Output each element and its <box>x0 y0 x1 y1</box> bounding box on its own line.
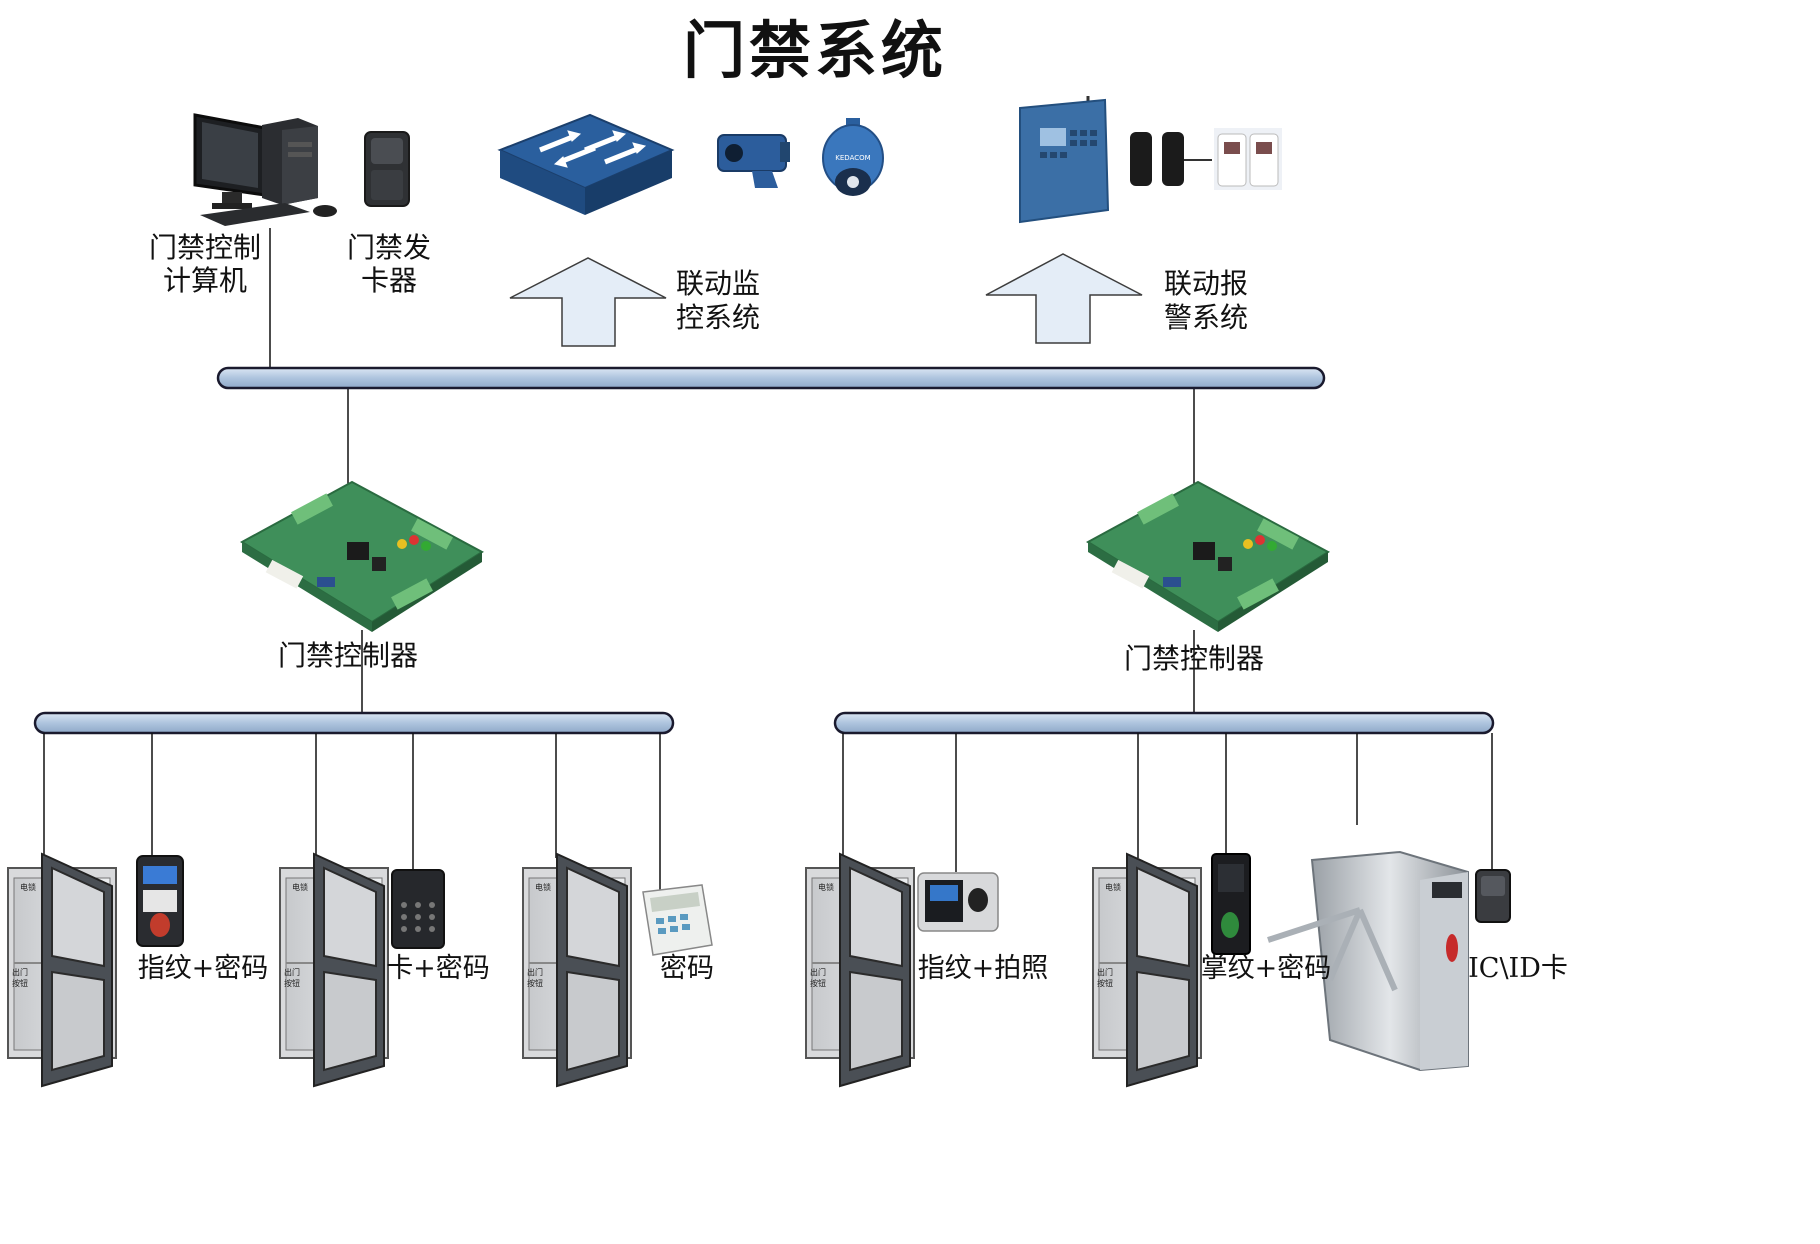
door-4-exit-line1: 出门 <box>810 967 826 977</box>
alarm-link-arrow <box>985 253 1143 344</box>
ic-id-card-label: IC\ID卡 <box>1468 953 1568 984</box>
card-password-reader-icon <box>391 869 445 949</box>
diagram-title: 门禁系统 <box>683 14 947 87</box>
right-controller-label: 门禁控制器 <box>1124 642 1264 675</box>
door-2-exit-line1: 出门 <box>284 967 300 977</box>
left-drop-wires <box>43 733 661 890</box>
left-controller-label: 门禁控制器 <box>278 639 418 672</box>
right-drop-wires <box>842 733 1493 872</box>
right-door-bus <box>833 711 1495 735</box>
infrared-beam-sensor-icon <box>1130 132 1212 186</box>
dome-brand-text: KEDACOM <box>835 154 870 162</box>
computer-label-line2: 计算机 <box>163 264 247 297</box>
door-1-exit-line1: 出门 <box>12 967 28 977</box>
door-2-exit-line2: 按钮 <box>284 978 300 988</box>
right-access-controller-icon <box>1087 481 1329 633</box>
monitoring-label-line1: 联动监 <box>676 267 760 300</box>
network-switch-icon <box>497 113 675 215</box>
alarm-label-line2: 警系统 <box>1164 301 1248 334</box>
dome-camera-icon: KEDACOM <box>822 118 884 196</box>
card-issuer-label-line2: 卡器 <box>361 264 417 297</box>
motion-detector-icon <box>1214 128 1282 190</box>
fingerprint-password-label: 指纹+密码 <box>138 953 269 984</box>
password-label: 密码 <box>660 953 714 984</box>
ic-id-card-reader-icon <box>1475 869 1511 923</box>
door-4-lock-label: 电锁 <box>818 882 834 892</box>
door-4-exit-line2: 按钮 <box>810 978 826 988</box>
fingerprint-photo-terminal-icon <box>917 872 999 932</box>
monitoring-label-line2: 控系统 <box>676 301 760 334</box>
palm-password-label: 掌纹+密码 <box>1201 953 1332 984</box>
fingerprint-password-reader-icon <box>136 855 184 947</box>
door-1-lock-label: 电锁 <box>20 882 36 892</box>
door-3-exit-line2: 按钮 <box>527 978 543 988</box>
card-password-label: 卡+密码 <box>386 953 490 984</box>
door-5-exit-line2: 按钮 <box>1097 978 1113 988</box>
door-2-lock-label: 电锁 <box>292 882 308 892</box>
door-3-exit-line1: 出门 <box>527 967 543 977</box>
palm-password-reader-icon <box>1211 853 1251 955</box>
door-1-exit-line2: 按钮 <box>12 978 28 988</box>
bullet-camera-icon <box>717 134 790 188</box>
door-5-lock-label: 电锁 <box>1105 882 1121 892</box>
door-5-exit-line1: 出门 <box>1097 967 1113 977</box>
card-issuer-icon <box>364 131 410 207</box>
door-3-lock-label: 电锁 <box>535 882 551 892</box>
main-network-bus <box>216 366 1326 390</box>
turnstile-icon <box>1267 850 1469 1072</box>
computer-label-line1: 门禁控制 <box>149 231 261 264</box>
fingerprint-photo-label: 指纹+拍照 <box>918 953 1049 984</box>
monitoring-link-arrow <box>509 257 667 347</box>
left-access-controller-icon <box>241 481 483 633</box>
password-keypad-icon <box>642 884 713 956</box>
computer-icon <box>193 113 337 226</box>
alarm-panel-icon <box>1019 96 1110 224</box>
left-door-bus <box>33 711 675 735</box>
card-issuer-label-line1: 门禁发 <box>347 231 431 264</box>
alarm-label-line1: 联动报 <box>1164 267 1248 300</box>
